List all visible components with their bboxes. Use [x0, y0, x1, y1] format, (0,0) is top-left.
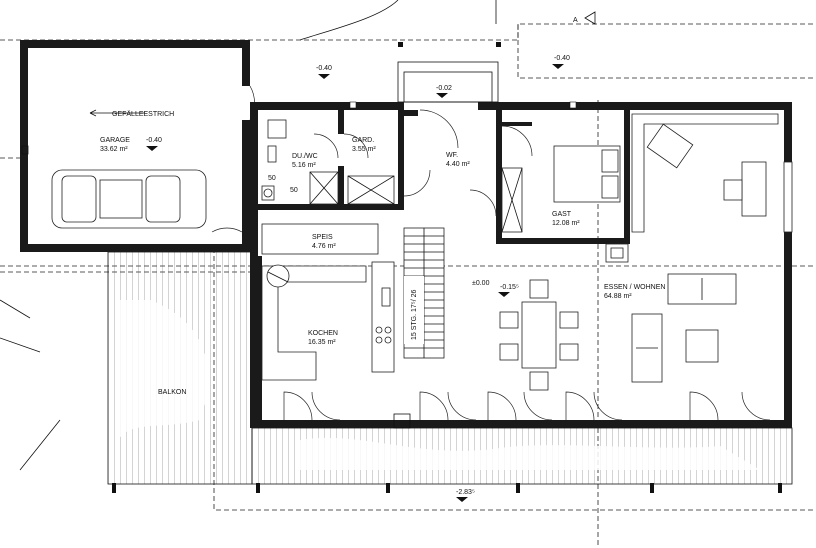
- slope-arrow-icon: [89, 109, 145, 117]
- wf-side-door[interactable]: [469, 189, 497, 217]
- wf-label: WF.: [446, 152, 458, 159]
- essen-wohnen-area: 64.88 m²: [604, 293, 632, 300]
- stove-inner: [610, 247, 624, 259]
- level-marker-icon: [318, 74, 330, 79]
- gard-label: GARD.: [352, 137, 374, 144]
- garage-side-door[interactable]: [211, 227, 243, 233]
- balkon-label: BALKON: [158, 389, 186, 396]
- garage-note: GEFÄLLEESTRICH: [112, 110, 174, 118]
- gast-label: GAST: [552, 211, 572, 218]
- gast-door[interactable]: [501, 125, 533, 157]
- level-marker-icon: [146, 146, 158, 151]
- guest-bed: [553, 145, 621, 203]
- wall-pier: [393, 413, 411, 429]
- kitchen-sink-round: [266, 264, 290, 288]
- gard-door[interactable]: [343, 133, 369, 159]
- deck-posts: [112, 483, 782, 493]
- entry-step: [403, 71, 493, 103]
- sink-detail: [267, 271, 289, 283]
- cooktop: [375, 326, 392, 344]
- entry-outer-level: -0.40: [316, 65, 332, 72]
- wf-inner-door[interactable]: [403, 169, 431, 197]
- garage-label: GARAGE: [100, 137, 130, 144]
- garage-level: -0.40: [146, 137, 162, 144]
- level-marker-icon: [456, 497, 468, 502]
- coffee-table: [685, 329, 719, 363]
- du-wc-area: 5.16 m²: [292, 162, 316, 169]
- side-cabinet: [741, 161, 767, 217]
- kochen-area: 16.35 m²: [308, 339, 336, 346]
- entry-porch-level: -0.02: [436, 85, 452, 92]
- level-marker-icon: [498, 292, 510, 297]
- post-marker: [496, 42, 501, 47]
- du-wc-door[interactable]: [313, 133, 339, 159]
- car-icon: [51, 169, 207, 229]
- wardrobe-cross: [347, 175, 395, 205]
- armchair: [646, 123, 694, 169]
- speis-area: 4.76 m²: [312, 243, 336, 250]
- level-marker-icon: [436, 93, 448, 98]
- bottom-doors[interactable]: [283, 391, 771, 421]
- wf-area: 4.40 m²: [446, 161, 470, 168]
- essen-wohnen-label: ESSEN / WOHNEN: [604, 284, 665, 291]
- wf-entry-door[interactable]: [419, 109, 459, 149]
- garage-area: 33.62 m²: [100, 146, 128, 153]
- house-walls: [250, 102, 792, 428]
- section-mark-label: A: [573, 17, 578, 24]
- gast-area: 12.08 m²: [552, 220, 580, 227]
- gard-area: 3.55 m²: [352, 146, 376, 153]
- side-cabinet-small: [723, 179, 743, 201]
- window-marker: [569, 101, 577, 109]
- entry-porch: [397, 61, 499, 103]
- balkon-deck: [107, 251, 793, 485]
- window-marker: [349, 101, 357, 109]
- terrain-lines: [0, 0, 497, 471]
- dim-50-a: 50: [268, 175, 276, 182]
- du-wc-fixtures: [261, 119, 339, 205]
- wardrobe-cross: [501, 167, 523, 233]
- bottom-level: -2.83⁵: [456, 489, 475, 496]
- level-marker-icon: [552, 64, 564, 69]
- dim-50-b: 50: [290, 187, 298, 194]
- oven: [381, 287, 391, 307]
- kochen-label: KOCHEN: [308, 330, 338, 337]
- dining-set: [499, 279, 579, 391]
- garage-post: [21, 145, 29, 155]
- speis-label: SPEIS: [312, 234, 333, 241]
- stair-label-bg: [404, 276, 424, 344]
- corner-sofa: [631, 113, 779, 233]
- section-arrow-icon: [584, 11, 596, 25]
- living-level: -0.15⁵: [500, 284, 519, 291]
- ground-zero-level: ±0.00: [472, 280, 490, 287]
- window-right: [783, 161, 793, 233]
- post-marker: [398, 42, 403, 47]
- pantry-shelf: [261, 223, 379, 255]
- stair-label: 15 STG. 17⁵/ 26: [411, 290, 418, 340]
- du-wc-label: DU./WC: [292, 153, 318, 160]
- top-right-level: -0.40: [554, 55, 570, 62]
